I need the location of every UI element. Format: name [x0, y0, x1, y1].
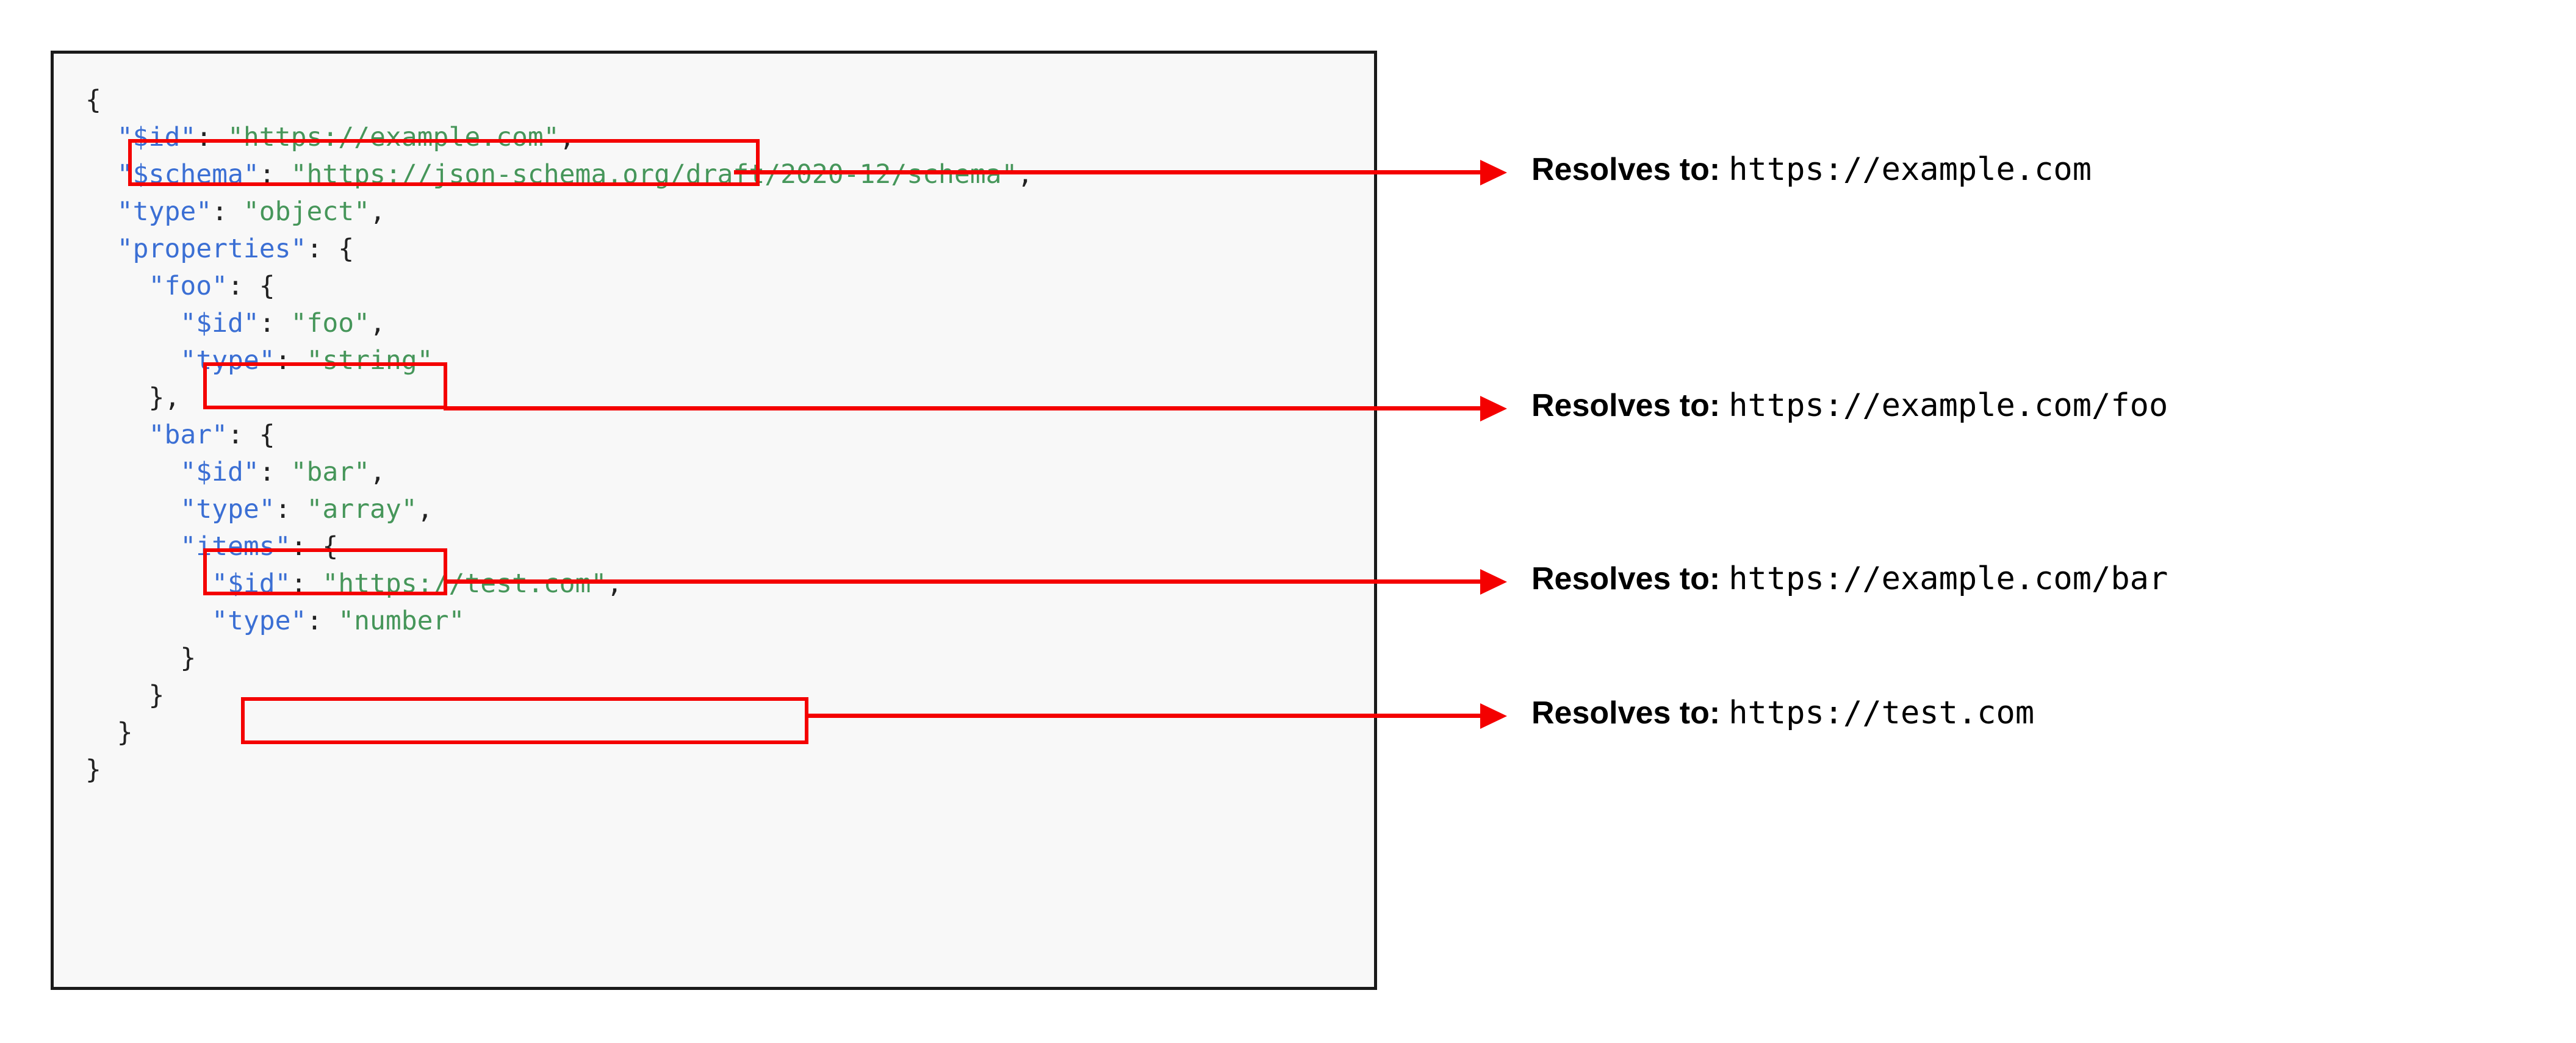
arrow-line: [444, 406, 1480, 410]
code-line: "$id": "https://example.com",: [117, 122, 575, 152]
code-line: }: [85, 643, 196, 673]
resolve-lead-text: Resolves to:: [1531, 388, 1721, 423]
arrow-line: [734, 170, 1480, 174]
code-line: "bar": {: [148, 420, 275, 450]
arrow-line: [805, 714, 1480, 718]
arrow-head: [1480, 396, 1507, 421]
resolve-label-root-id: Resolves to:https://example.com: [1531, 154, 2092, 185]
code-line: }: [85, 717, 133, 748]
code-line: "$id": "https://test.com",: [212, 568, 623, 599]
code-line: "$id": "bar",: [180, 457, 386, 487]
code-line: "type": "string": [180, 345, 433, 376]
code-line: "type": "number": [212, 606, 465, 636]
json-code-block: { "$id": "https://example.com", "$schema…: [51, 51, 1377, 990]
resolve-lead-text: Resolves to:: [1531, 695, 1721, 731]
resolved-url: https://example.com/bar: [1729, 561, 2168, 597]
resolve-label-bar-id: Resolves to:https://example.com/bar: [1531, 563, 2168, 595]
code-line: "type": "object",: [117, 196, 386, 227]
code-line: },: [85, 382, 181, 413]
code-line: "items": {: [180, 531, 339, 562]
code-line: "type": "array",: [180, 494, 433, 525]
code-line: {: [85, 85, 101, 115]
arrow-head: [1480, 703, 1507, 729]
resolved-url: https://example.com: [1729, 151, 2092, 188]
resolve-label-foo-id: Resolves to:https://example.com/foo: [1531, 390, 2168, 421]
resolved-url: https://example.com/foo: [1729, 387, 2168, 424]
resolve-label-items-id: Resolves to:https://test.com: [1531, 697, 2034, 729]
code-line: }: [85, 680, 165, 711]
code-line: }: [85, 754, 101, 785]
arrow-head: [1480, 569, 1507, 595]
code-line: "properties": {: [117, 234, 354, 264]
resolved-url: https://test.com: [1729, 695, 2035, 731]
code-line: "$id": "foo",: [180, 308, 386, 339]
resolve-lead-text: Resolves to:: [1531, 152, 1721, 187]
json-code-lines: { "$id": "https://example.com", "$schema…: [85, 82, 1033, 789]
code-line: "$schema": "https://json-schema.org/draf…: [117, 159, 1034, 190]
arrow-line: [444, 579, 1480, 584]
resolve-lead-text: Resolves to:: [1531, 561, 1721, 597]
arrow-head: [1480, 160, 1507, 185]
code-line: "foo": {: [148, 271, 275, 301]
